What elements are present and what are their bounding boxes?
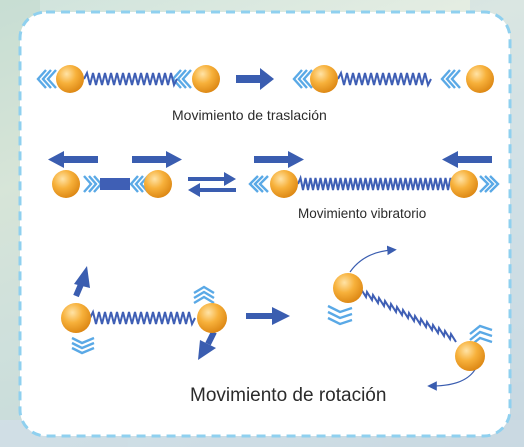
left-arrow-icon xyxy=(442,151,492,168)
spring xyxy=(83,70,178,88)
chevron-icon xyxy=(36,69,57,89)
spring xyxy=(337,70,432,88)
chevron-icon xyxy=(71,336,95,355)
atom xyxy=(455,341,485,371)
caption-translation: Movimiento de traslación xyxy=(172,107,327,123)
spring xyxy=(100,178,130,190)
left-arrow-icon xyxy=(48,151,98,168)
right-arrow-icon xyxy=(236,68,274,90)
vibration-molecule-stretched xyxy=(248,151,500,198)
rotation-arrow-icon xyxy=(349,245,397,273)
atom xyxy=(450,170,478,198)
rotation-molecule-left xyxy=(61,266,227,360)
spring xyxy=(297,174,472,194)
spring xyxy=(359,286,457,343)
atom xyxy=(52,170,80,198)
atom xyxy=(333,273,363,303)
atom xyxy=(197,303,227,333)
atom xyxy=(56,65,84,93)
panel xyxy=(18,10,512,438)
atom xyxy=(466,65,494,93)
up-arrow-icon xyxy=(73,266,90,298)
translation-molecule-right xyxy=(292,65,494,93)
chevron-icon xyxy=(248,175,269,193)
chevron-icon xyxy=(440,69,461,89)
rotation-molecule-right xyxy=(327,245,493,391)
chevron-icon xyxy=(327,304,353,326)
chevron-icon xyxy=(479,175,500,193)
right-arrow-icon xyxy=(132,151,182,168)
atom xyxy=(192,65,220,93)
caption-rotation: Movimiento de rotación xyxy=(190,385,387,406)
right-arrow-icon xyxy=(246,307,290,325)
atom xyxy=(310,65,338,93)
caption-vibration: Movimiento vibratorio xyxy=(298,206,427,221)
atom xyxy=(144,170,172,198)
equilibrium-arrows-icon xyxy=(188,172,236,197)
down-arrow-icon xyxy=(198,330,217,360)
translation-molecule-left xyxy=(36,65,220,93)
right-arrow-icon xyxy=(254,151,304,168)
spring xyxy=(89,309,196,327)
atom xyxy=(270,170,298,198)
chevron-icon xyxy=(292,69,313,89)
chevron-icon xyxy=(193,285,215,305)
vibration-molecule-compressed xyxy=(48,151,182,198)
atom xyxy=(61,303,91,333)
rotation-arrow-icon xyxy=(427,367,477,391)
